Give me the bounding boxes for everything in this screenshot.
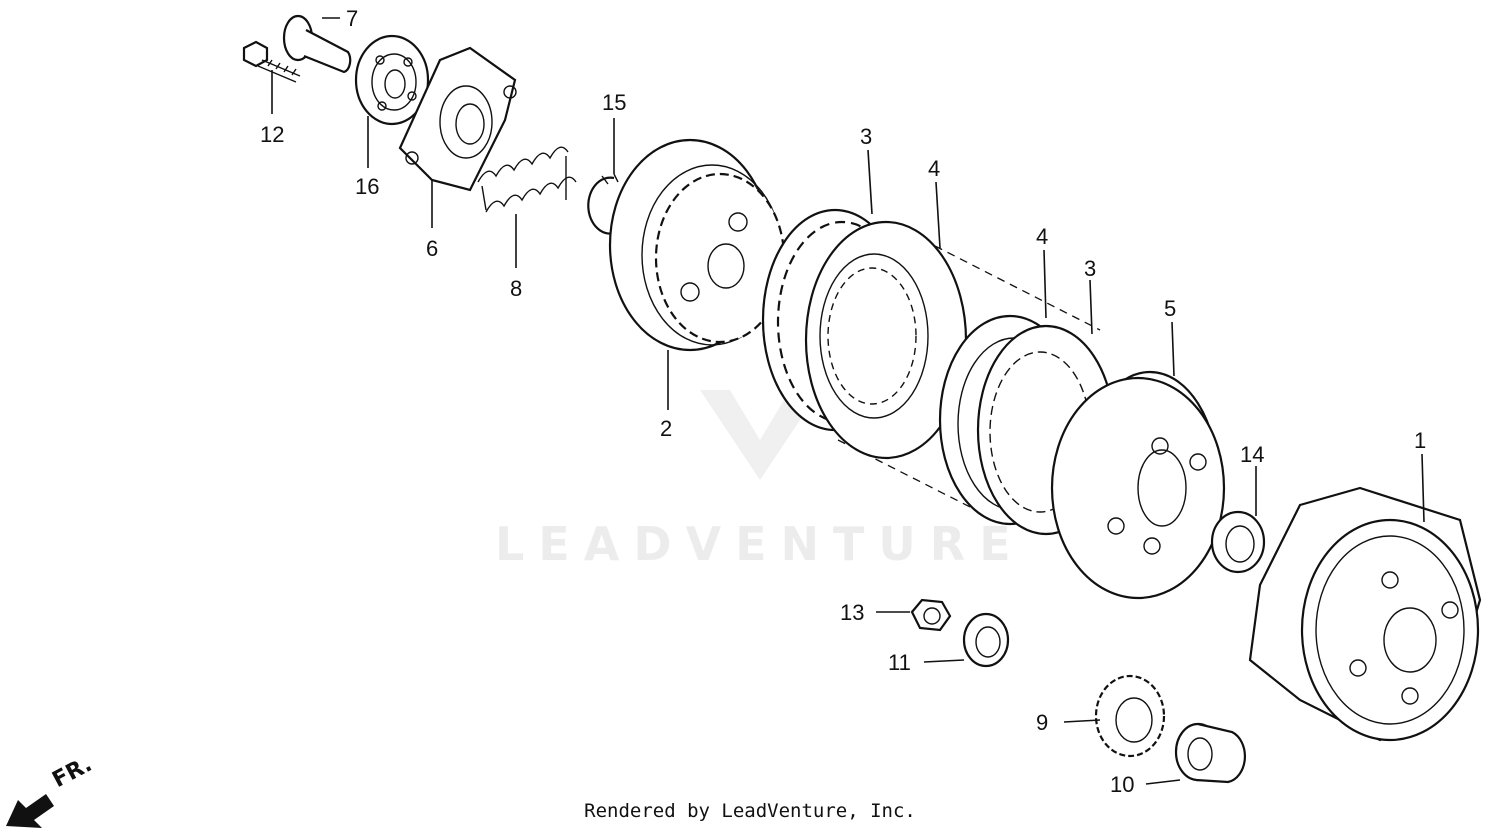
part-14-lock-washer [1210, 510, 1266, 574]
callout-13: 13 [840, 600, 864, 625]
callout-11: 11 [888, 650, 911, 675]
part-5-clutch-drum [1050, 370, 1226, 600]
callout-4-lower: 4 [1036, 224, 1048, 249]
callout-3-upper: 3 [860, 124, 872, 149]
callout-1: 1 [1414, 428, 1426, 453]
part-12-bolt [242, 40, 301, 83]
callout-7: 7 [346, 6, 358, 31]
callout-10: 10 [1110, 772, 1134, 797]
watermark: LEADVENTURE [495, 517, 1025, 571]
leader-lines [271, 17, 1425, 785]
part-7-pin [282, 14, 352, 74]
watermark-logo [700, 390, 820, 480]
callout-2: 2 [660, 416, 672, 441]
callout-3-lower: 3 [1084, 256, 1096, 281]
callout-8: 8 [510, 276, 522, 301]
alignment-line-top [934, 245, 1101, 331]
part-16-bearing [354, 34, 430, 126]
callout-9: 9 [1036, 710, 1048, 735]
footer-credit: Rendered by LeadVenture, Inc. [584, 800, 916, 822]
callout-4-upper: 4 [928, 156, 940, 181]
part-8-spring [477, 146, 577, 213]
part-2-drive-plate [608, 138, 786, 352]
callout-14: 14 [1240, 442, 1264, 467]
part-13-nut [910, 598, 952, 632]
callout-15: 15 [602, 90, 626, 115]
front-direction-arrow-icon [6, 794, 54, 828]
part-6-lifter-plate [398, 46, 517, 192]
callout-5: 5 [1164, 296, 1176, 321]
part-9-gear [1094, 674, 1166, 758]
callout-12: 12 [260, 122, 284, 147]
callout-16: 16 [355, 174, 379, 199]
part-10-bushing [1174, 722, 1247, 784]
callout-6: 6 [426, 236, 438, 261]
alignment-line-bottom [837, 439, 981, 513]
part-1-primary-gear [1248, 486, 1482, 742]
callouts: 7 12 16 6 8 15 2 3 4 4 3 5 14 1 13 11 9 … [260, 6, 1426, 797]
part-11-washer [962, 612, 1010, 668]
